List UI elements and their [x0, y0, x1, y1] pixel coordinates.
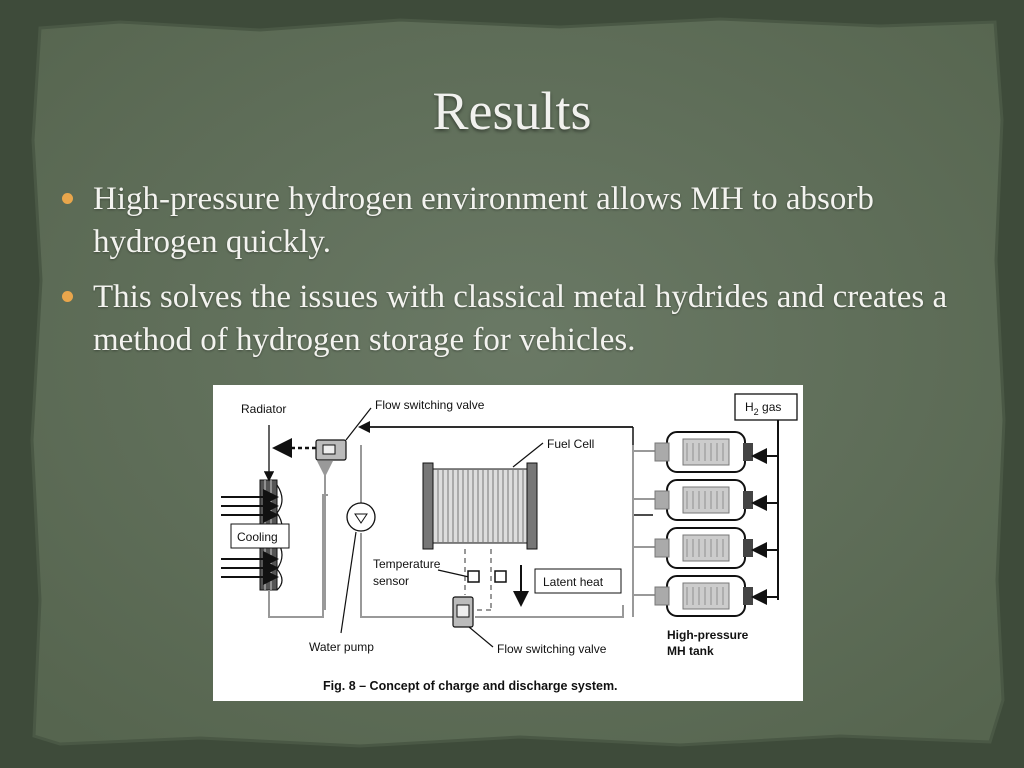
- h2-gas-label: H2 gas: [745, 400, 781, 417]
- latent-heat-box: [534, 568, 622, 594]
- h2-gas-box: [734, 393, 798, 421]
- mh-tank: [654, 479, 753, 521]
- temperature-sensor-icon: [467, 570, 480, 583]
- mh-tank: [654, 527, 753, 569]
- system-diagram: Radiator Cooling: [221, 393, 798, 693]
- slide-title: Results: [432, 81, 592, 141]
- bullet-item: High-pressure hydrogen environment allow…: [62, 178, 982, 264]
- fuel-cell-label: Fuel Cell: [547, 437, 594, 451]
- latent-heat-label: Latent heat: [543, 575, 604, 589]
- temperature-label-line2: sensor: [373, 574, 409, 588]
- air-flow-arrows: [221, 489, 279, 585]
- bullet-text: High-pressure hydrogen environment allow…: [93, 181, 874, 260]
- mh-tank: [654, 575, 753, 617]
- figure-caption: Fig. 8 – Concept of charge and discharge…: [323, 679, 618, 693]
- mh-tank-label-line1: High-pressure: [667, 628, 749, 642]
- mh-tank-label-line2: MH tank: [667, 644, 714, 658]
- bullet-list: High-pressure hydrogen environment allow…: [62, 178, 982, 374]
- temperature-label-line1: Temperature: [373, 557, 441, 571]
- flow-valve-top-label: Flow switching valve: [375, 398, 485, 412]
- flow-valve-bottom-label: Flow switching valve: [497, 642, 607, 656]
- mh-tank: [654, 431, 753, 473]
- radiator-label: Radiator: [241, 402, 286, 416]
- cooling-label: Cooling: [237, 530, 278, 544]
- coolant-loop: [268, 445, 624, 618]
- bullet-dot-icon: [62, 193, 73, 204]
- fuel-cell-stack: [422, 462, 538, 550]
- bullet-text: This solves the issues with classical me…: [93, 279, 948, 358]
- bullet-item: This solves the issues with classical me…: [62, 276, 982, 362]
- h2-supply-lines: [751, 420, 779, 605]
- water-pump-icon: [346, 502, 376, 532]
- cooling-box: [230, 523, 290, 549]
- system-diagram-figure: Radiator Cooling: [213, 385, 803, 701]
- bullet-dot-icon: [62, 291, 73, 302]
- temperature-sensor-icon: [494, 570, 507, 583]
- water-pump-label: Water pump: [309, 640, 374, 654]
